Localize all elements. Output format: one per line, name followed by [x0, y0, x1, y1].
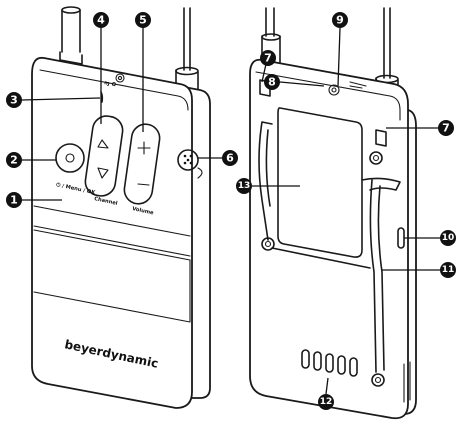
power-button[interactable]: [55, 143, 85, 173]
display-screen: [277, 107, 363, 258]
callout-badge-4: 4: [93, 12, 109, 28]
callout-badge-1: 1: [6, 192, 22, 208]
top-socket: [328, 84, 340, 96]
back-device: [249, 7, 417, 420]
front-antenna-left: [59, 6, 83, 65]
svg-text:10: 10: [442, 233, 455, 243]
svg-text:13: 13: [238, 181, 251, 191]
callout-badge-5: 5: [135, 12, 151, 28]
svg-text:8: 8: [268, 76, 276, 89]
svg-text:11: 11: [442, 265, 455, 275]
svg-text:2: 2: [10, 154, 18, 167]
svg-text:7: 7: [442, 122, 450, 135]
side-connector[interactable]: [177, 149, 199, 171]
clip-anchor-right: [375, 129, 387, 147]
front-body-face: [31, 56, 193, 409]
svg-text:1: 1: [10, 194, 18, 207]
callout-badge-3: 3: [6, 92, 22, 108]
callout-badge-12: 12: [318, 394, 334, 410]
volume-label: Volume: [132, 206, 155, 216]
volume-minus-icon: [137, 183, 150, 186]
headphone-jack: [115, 73, 125, 83]
belt-clip: [258, 121, 401, 387]
svg-text:7: 7: [264, 52, 272, 65]
channel-up-icon: [97, 139, 109, 149]
callout-badge-7-right: 7: [438, 120, 454, 136]
channel-down-icon: [97, 167, 109, 179]
callout-badge-7-top: 7: [260, 50, 276, 66]
volume-button[interactable]: [123, 122, 162, 205]
back-body-face: [249, 58, 409, 420]
callout-badge-6: 6: [222, 150, 238, 166]
callout-badge-11: 11: [440, 262, 456, 278]
callout-badge-10: 10: [440, 230, 456, 246]
svg-text:3: 3: [10, 94, 18, 107]
front-top-marking: ɱ ʘ: [104, 80, 117, 88]
volume-plus-icon: [137, 141, 151, 155]
svg-text:6: 6: [226, 152, 234, 165]
callout-badge-9: 9: [332, 12, 348, 28]
channel-button[interactable]: [84, 114, 125, 197]
svg-text:9: 9: [336, 14, 344, 27]
svg-text:5: 5: [139, 14, 147, 27]
vent-grille: [301, 349, 358, 377]
callout-badge-2: 2: [6, 152, 22, 168]
callout-badge-8: 8: [264, 74, 280, 90]
front-device: ɱ ʘ ⏻ / Menu / OK Channel Volume: [31, 6, 211, 409]
callout-badge-13: 13: [236, 178, 252, 194]
channel-label: Channel: [94, 196, 119, 207]
callout-lines: [20, 26, 440, 395]
svg-text:4: 4: [97, 14, 105, 27]
svg-text:12: 12: [320, 397, 333, 407]
